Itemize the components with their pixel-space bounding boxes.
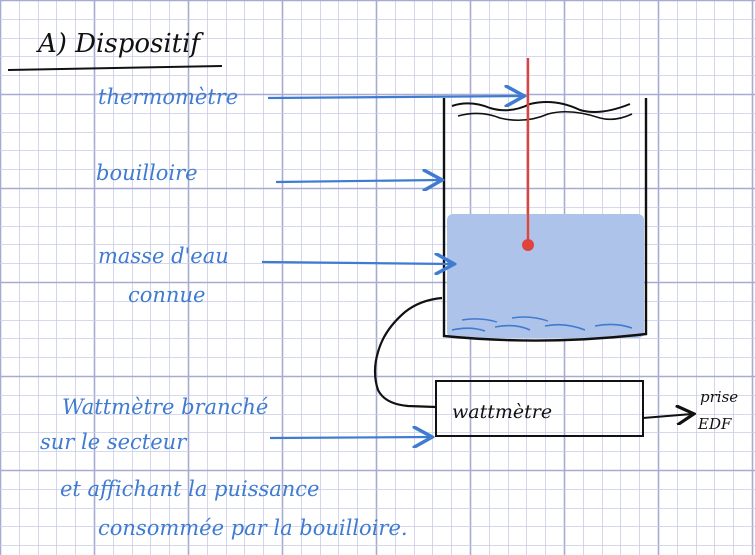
section-heading: A) Dispositif [36,29,204,59]
label-wattmetre-line2: sur le secteur [40,430,188,454]
label-bouilloire: bouilloire [96,161,198,185]
arrow-thermometre [268,96,522,98]
thermometer-bulb [522,239,534,251]
kettle-drawing [444,58,646,341]
prise-label: prise [700,388,738,406]
edf-label: EDF [697,415,732,433]
arrow-bouilloire [276,180,440,182]
label-wattmetre-line4: consommée par la bouilloire. [98,516,408,540]
label-thermometre: thermomètre [98,85,238,109]
label-masse-line2: connue [128,283,205,307]
power-cord [375,298,442,407]
kettle-lid-squiggle-2 [458,112,632,121]
arrow-wattmetre [270,437,430,438]
kettle-lid-squiggle [452,102,630,112]
label-wattmetre-line1: Wattmètre branché [62,395,268,419]
heading-underline [8,66,222,70]
label-masse-line1: masse d'eau [98,244,229,268]
wattmetre-box-label: wattmètre [452,401,552,423]
label-wattmetre-line3: et affichant la puissance [60,477,320,501]
